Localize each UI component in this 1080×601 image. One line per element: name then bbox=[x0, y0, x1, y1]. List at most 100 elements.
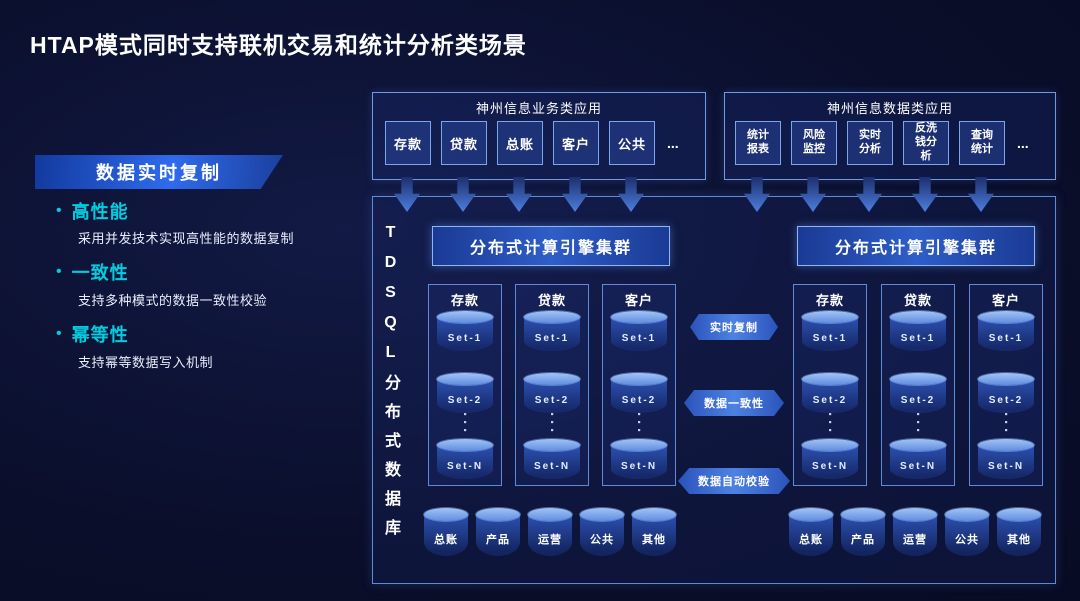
more-ellipsis: ... bbox=[1017, 135, 1029, 151]
shard-group-deposit: 存款 Set-1 Set-2 ··· Set-N bbox=[793, 284, 867, 486]
db-cylinder-label: 公共 bbox=[945, 514, 989, 556]
cylinder-cap bbox=[978, 373, 1034, 385]
app-item: 存款 bbox=[385, 121, 431, 165]
replication-banner-label: 数据实时复制 bbox=[96, 163, 222, 183]
bullet-icon: • bbox=[56, 202, 62, 219]
group-title: 贷款 bbox=[903, 293, 932, 308]
cylinder-cap bbox=[524, 373, 580, 385]
cylinder-cap bbox=[997, 508, 1041, 521]
set-cylinder: Set-1 bbox=[437, 311, 493, 351]
cylinder-cap bbox=[978, 311, 1034, 323]
set-label: Set-1 bbox=[802, 317, 858, 351]
db-cylinder-label: 产品 bbox=[841, 514, 885, 556]
app-item-label: 实时分析 bbox=[859, 129, 881, 155]
set-cylinder: Set-N bbox=[978, 439, 1034, 479]
cylinder-cap bbox=[437, 373, 493, 385]
bullet-icon: • bbox=[56, 263, 62, 280]
cylinder-cap bbox=[890, 439, 946, 451]
feature-heading: 一致性 bbox=[71, 263, 129, 283]
bullet-icon: • bbox=[56, 325, 62, 342]
group-title: 存款 bbox=[815, 293, 844, 308]
group-title: 存款 bbox=[450, 293, 479, 308]
app-item: 统计报表 bbox=[735, 121, 781, 165]
app-item-label: 查询统计 bbox=[971, 129, 993, 155]
db-cylinder: 总账 bbox=[789, 508, 833, 556]
app-item: 实时分析 bbox=[847, 121, 893, 165]
cylinder-cap bbox=[802, 311, 858, 323]
business-apps-panel: 神州信息业务类应用 存款 贷款 总账 客户 公共 ... bbox=[372, 92, 706, 180]
shard-group-customer: 客户 Set-1 Set-2 ··· Set-N bbox=[602, 284, 676, 486]
tdsql-vertical-label: TDSQL分布式数据库 bbox=[382, 224, 399, 548]
compute-engine-cluster-left: 分布式计算引擎集群 bbox=[432, 226, 670, 266]
cylinder-cap bbox=[528, 508, 572, 521]
compute-engine-cluster-right: 分布式计算引擎集群 bbox=[797, 226, 1035, 266]
group-title: 客户 bbox=[991, 293, 1020, 308]
cylinder-cap bbox=[524, 439, 580, 451]
app-item-label: 风险监控 bbox=[803, 129, 825, 155]
feature-heading: 高性能 bbox=[71, 202, 129, 222]
set-cylinder: Set-N bbox=[802, 439, 858, 479]
db-cylinder: 公共 bbox=[945, 508, 989, 556]
cylinder-cap bbox=[802, 373, 858, 385]
app-item: 总账 bbox=[497, 121, 543, 165]
feature-idempotency: • 幂等性 bbox=[56, 321, 129, 347]
replication-banner: 数据实时复制 bbox=[35, 155, 283, 189]
cylinder-cap bbox=[978, 439, 1034, 451]
business-apps-title: 神州信息业务类应用 bbox=[475, 101, 602, 116]
cylinder-cap bbox=[611, 373, 667, 385]
app-item-label: 反洗钱分析 bbox=[915, 122, 937, 162]
shard-group-loan: 贷款 Set-1 Set-2 ··· Set-N bbox=[515, 284, 589, 486]
cylinder-cap bbox=[841, 508, 885, 521]
cylinder-cap bbox=[580, 508, 624, 521]
set-cylinder: Set-2 bbox=[437, 373, 493, 413]
db-cylinder: 公共 bbox=[580, 508, 624, 556]
shard-group-loan: 贷款 Set-1 Set-2 ··· Set-N bbox=[881, 284, 955, 486]
set-cylinder: Set-1 bbox=[890, 311, 946, 351]
feature-heading: 幂等性 bbox=[71, 325, 129, 345]
db-cylinder-label: 总账 bbox=[424, 514, 468, 556]
cylinder-cap bbox=[524, 311, 580, 323]
link-auto-verification: 数据自动校验 bbox=[678, 468, 790, 494]
set-cylinder: Set-2 bbox=[978, 373, 1034, 413]
db-cylinder: 产品 bbox=[476, 508, 520, 556]
app-item: 客户 bbox=[553, 121, 599, 165]
set-cylinder: Set-1 bbox=[524, 311, 580, 351]
data-apps-title: 神州信息数据类应用 bbox=[826, 101, 953, 116]
cylinder-cap bbox=[945, 508, 989, 521]
set-cylinder: Set-N bbox=[611, 439, 667, 479]
more-ellipsis: ... bbox=[667, 135, 679, 151]
app-item: 反洗钱分析 bbox=[903, 121, 949, 165]
cylinder-cap bbox=[611, 311, 667, 323]
cylinder-cap bbox=[476, 508, 520, 521]
app-item: 风险监控 bbox=[791, 121, 837, 165]
db-cylinder: 运营 bbox=[528, 508, 572, 556]
cylinder-cap bbox=[437, 311, 493, 323]
set-cylinder: Set-1 bbox=[978, 311, 1034, 351]
data-apps-panel: 神州信息数据类应用 统计报表 风险监控 实时分析 反洗钱分析 查询统计 ... bbox=[724, 92, 1056, 180]
db-cylinder-label: 公共 bbox=[580, 514, 624, 556]
feature-desc: 支持幂等数据写入机制 bbox=[78, 355, 214, 370]
cylinder-cap bbox=[437, 439, 493, 451]
set-label: Set-1 bbox=[978, 317, 1034, 351]
shard-group-customer: 客户 Set-1 Set-2 ··· Set-N bbox=[969, 284, 1043, 486]
cylinder-cap bbox=[611, 439, 667, 451]
cylinder-cap bbox=[424, 508, 468, 521]
db-cylinder-label: 总账 bbox=[789, 514, 833, 556]
cylinder-cap bbox=[802, 439, 858, 451]
set-cylinder: Set-2 bbox=[802, 373, 858, 413]
set-cylinder: Set-1 bbox=[611, 311, 667, 351]
db-cylinder: 总账 bbox=[424, 508, 468, 556]
set-cylinder: Set-1 bbox=[802, 311, 858, 351]
feature-performance: • 高性能 bbox=[56, 198, 129, 224]
db-cylinder: 运营 bbox=[893, 508, 937, 556]
set-cylinder: Set-2 bbox=[890, 373, 946, 413]
db-cylinder-label: 运营 bbox=[528, 514, 572, 556]
cylinder-cap bbox=[893, 508, 937, 521]
db-cylinder: 产品 bbox=[841, 508, 885, 556]
app-item-label: 统计报表 bbox=[747, 129, 769, 155]
db-cylinder: 其他 bbox=[632, 508, 676, 556]
db-cylinder: 其他 bbox=[997, 508, 1041, 556]
link-data-consistency: 数据一致性 bbox=[684, 390, 784, 416]
app-item: 查询统计 bbox=[959, 121, 1005, 165]
set-cylinder: Set-2 bbox=[524, 373, 580, 413]
